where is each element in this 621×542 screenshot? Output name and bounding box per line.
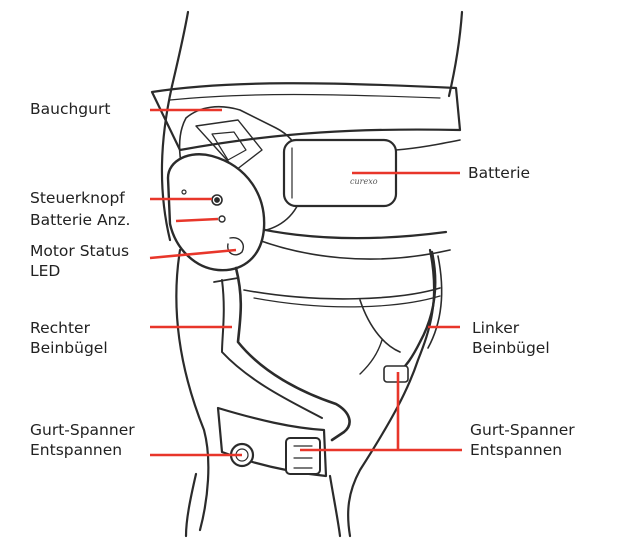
left-leg-brace [398,252,435,374]
label-linker-beinbuegel: Linker Beinbügel [472,318,550,358]
label-gurt-spanner-right: Gurt-Spanner Entspannen [470,420,575,460]
label-motor-status: Motor Status LED [30,241,129,281]
label-batterie-anz: Batterie Anz. [30,210,130,230]
label-bauchgurt: Bauchgurt [30,99,110,119]
torso-outline-right [449,12,462,96]
label-batterie: Batterie [468,163,530,183]
label-gurt-spanner-left: Gurt-Spanner Entspannen [30,420,135,460]
battery-brand-mark: curexo [350,177,378,186]
right-leg-brace [236,268,350,440]
torso-outline [172,12,188,86]
label-rechter-beinbuegel: Rechter Beinbügel [30,318,108,358]
label-steuerknopf: Steuerknopf [30,188,125,208]
